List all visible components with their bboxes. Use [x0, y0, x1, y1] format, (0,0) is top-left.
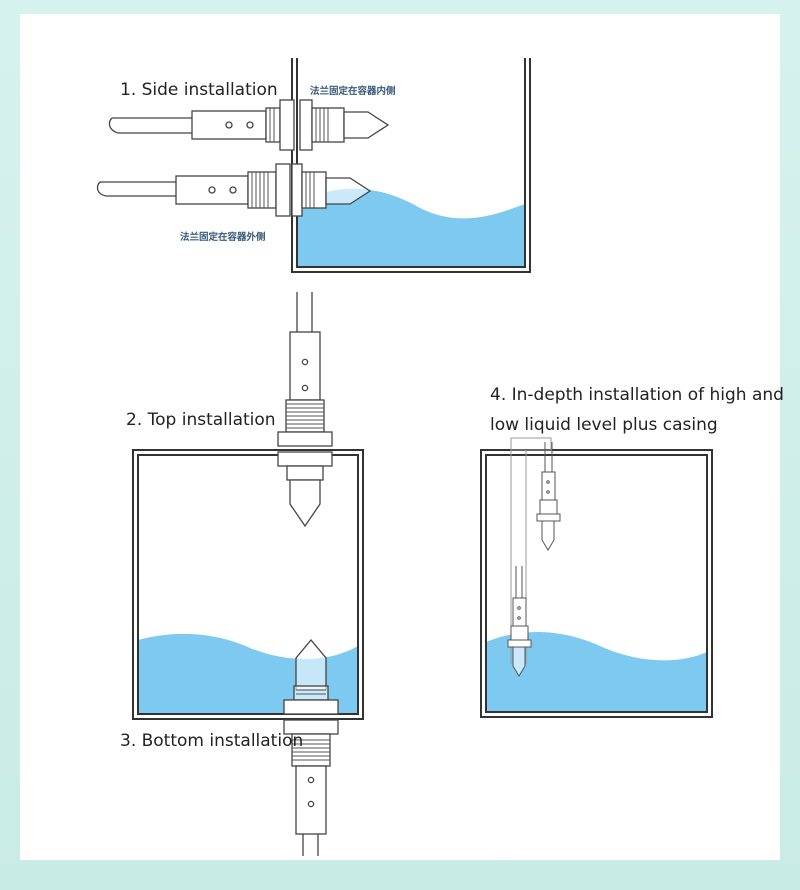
top-sensor [277, 292, 333, 528]
side-sensor-upper [108, 99, 390, 151]
bottom-sensor [283, 638, 339, 856]
label-flange-outer: 法兰固定在容器外侧 [180, 231, 266, 243]
side-tank-water [297, 188, 525, 266]
label-deep-installation-line2: low liquid level plus casing [490, 415, 718, 435]
right-tank-wall [480, 449, 713, 718]
label-deep-installation-line1: 4. In-depth installation of high and [490, 385, 784, 405]
label-top-installation: 2. Top installation [126, 410, 276, 430]
label-side-installation: 1. Side installation [120, 80, 278, 100]
side-installation-group: 1. Side installation 法兰固定在容器内侧 法兰固定在容器外侧 [96, 58, 531, 273]
right-tank-water [486, 631, 707, 712]
top-bottom-installation-group: 2. Top installation 3. Bottom installati… [120, 292, 364, 856]
deep-sensor-high [536, 442, 561, 551]
deep-sensor-low [507, 566, 532, 677]
side-sensor-lower [96, 163, 372, 217]
label-flange-inner: 法兰固定在容器内侧 [310, 85, 396, 97]
deep-installation-group: 4. In-depth installation of high and low… [480, 385, 784, 718]
label-bottom-installation: 3. Bottom installation [120, 731, 303, 751]
